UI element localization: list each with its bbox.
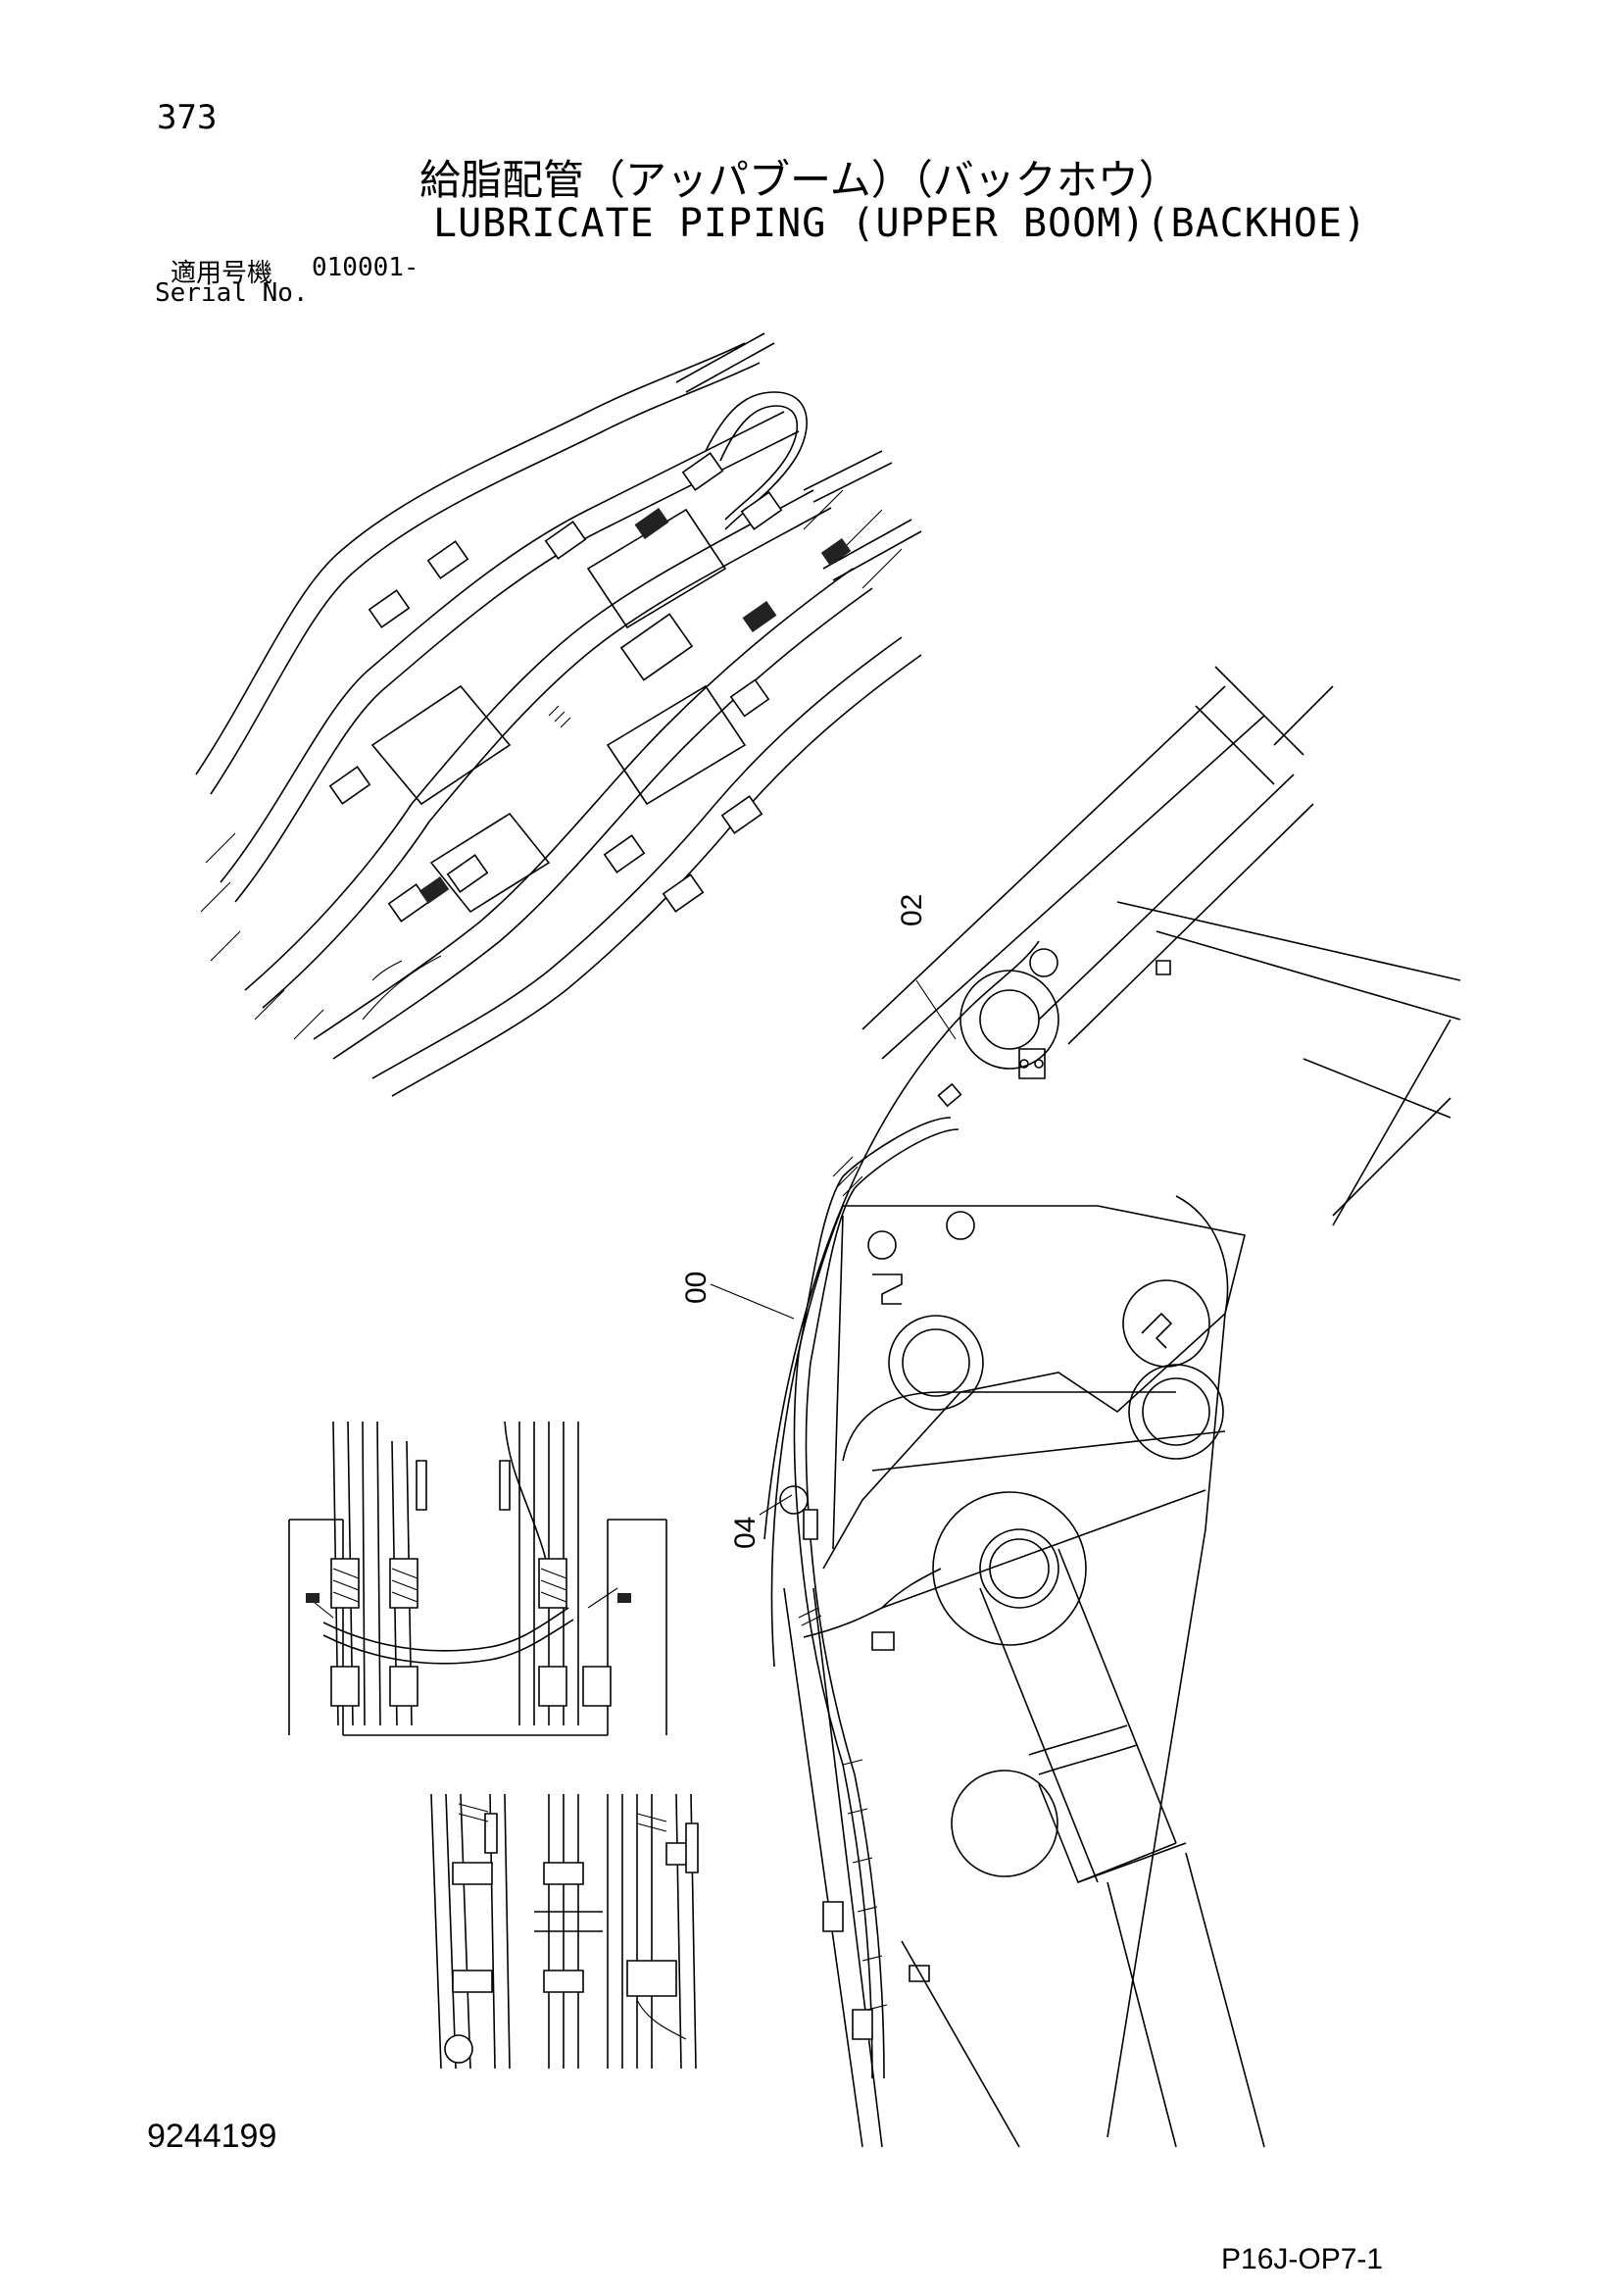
page-title-english: LUBRICATE PIPING (UPPER BOOM)(BACKHOE) [433, 201, 1368, 246]
figure-code: P16J-OP7-1 [1221, 2243, 1384, 2275]
page-title-japanese: 給脂配管（アッパブーム）（バックホウ） [419, 156, 1180, 204]
page-number: 373 [157, 98, 218, 137]
serial-label-japanese: 適用号機 [171, 259, 273, 288]
detail-view-lower-left [289, 1422, 666, 1735]
callout-04: 04 [729, 1517, 762, 1549]
callout-02: 02 [896, 894, 928, 926]
main-view-boom: 02 00 04 [680, 667, 1460, 2147]
serial-code: 010001- [312, 253, 419, 282]
callout-00: 00 [680, 1272, 713, 1304]
detail-view-top [196, 333, 921, 1096]
detail-view-bottom [431, 1794, 698, 2069]
document-number: 9244199 [147, 2118, 277, 2155]
serial-label-english: Serial No. [155, 278, 309, 308]
